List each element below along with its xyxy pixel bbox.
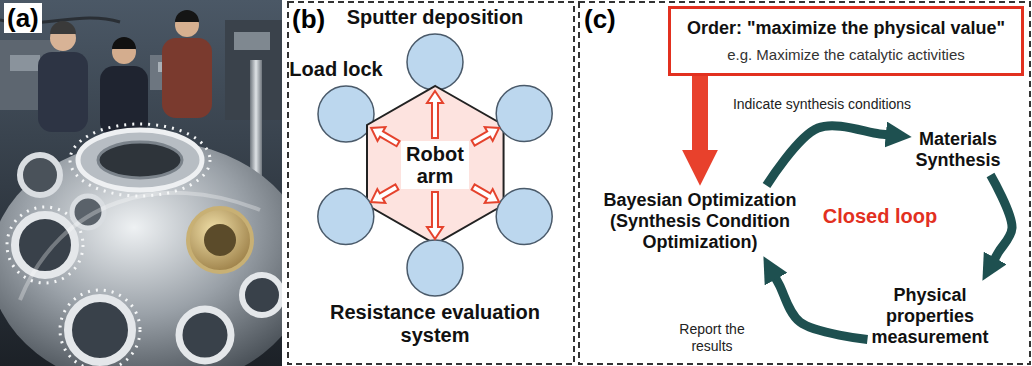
gold-flange bbox=[188, 208, 252, 272]
flow-arrow bbox=[767, 126, 894, 186]
chamber-port: Resistance evaluation system bbox=[406, 239, 464, 297]
hexagon bbox=[367, 86, 504, 244]
label-holder: Closed loop bbox=[823, 204, 937, 228]
top-port bbox=[78, 130, 202, 190]
viewport bbox=[15, 215, 75, 275]
order-text: Order: "maximize the physical value" bbox=[687, 17, 1005, 39]
empty-chambers bbox=[318, 86, 552, 245]
label-holder: Load lock bbox=[289, 58, 382, 81]
panel-frame bbox=[288, 2, 574, 364]
chamber-circle bbox=[407, 34, 463, 90]
circle-outline bbox=[406, 239, 464, 297]
transfer-hub: Robot arm bbox=[366, 85, 505, 245]
process-step: Bayesian Optimization (Synthesis Conditi… bbox=[589, 186, 812, 257]
chamber-photo bbox=[0, 0, 282, 366]
station-label: Sputter deposition bbox=[347, 6, 524, 29]
flow-arrow bbox=[772, 272, 867, 339]
station-label: Load lock bbox=[289, 58, 382, 81]
viewport bbox=[179, 309, 231, 361]
label-holder: (a) bbox=[4, 3, 42, 33]
panel-label: (a) bbox=[4, 3, 42, 33]
edge-label: Indicate synthesis conditions bbox=[731, 96, 913, 113]
panel-frame bbox=[579, 2, 1030, 364]
order-arrow bbox=[692, 76, 708, 161]
step-label: Materials Synthesis bbox=[915, 129, 1000, 171]
flow-arrow bbox=[991, 175, 1013, 265]
station-label: Resistance evaluation system bbox=[310, 301, 560, 347]
chamber-circle bbox=[318, 86, 374, 142]
chamber-port bbox=[496, 189, 552, 245]
flow-arrow bbox=[700, 76, 701, 161]
process-step: Materials Synthesis bbox=[911, 125, 1004, 175]
label-holder: Indicate synthesis conditions bbox=[731, 96, 913, 113]
flange-window bbox=[204, 224, 236, 256]
viewport bbox=[68, 298, 132, 362]
circle-outline bbox=[406, 33, 464, 91]
panel-label: (c) bbox=[584, 4, 616, 34]
process-step: Physical properties measurement bbox=[867, 281, 992, 352]
panel-label: (b) bbox=[292, 4, 325, 34]
loop-label: Closed loop bbox=[823, 204, 937, 228]
port-window bbox=[98, 142, 182, 178]
chamber-circle bbox=[407, 240, 463, 296]
person-body bbox=[162, 38, 212, 118]
label-holder: Sputter deposition bbox=[347, 6, 524, 29]
highlight bbox=[20, 193, 260, 300]
cycle-arrow bbox=[772, 272, 867, 339]
cycle-arrow bbox=[991, 175, 1013, 265]
chamber-port bbox=[496, 86, 552, 142]
label-holder: (c) bbox=[584, 4, 616, 34]
person-hair bbox=[175, 10, 199, 22]
bolt-ring bbox=[60, 290, 140, 366]
step-label: Physical properties measurement bbox=[871, 285, 988, 348]
step-label: Bayesian Optimization (Synthesis Conditi… bbox=[593, 190, 808, 253]
person-hair bbox=[112, 37, 136, 49]
edge-label: Report the results bbox=[672, 321, 752, 355]
chamber-port: Load lock bbox=[317, 85, 375, 143]
chamber-body bbox=[0, 140, 282, 366]
person-hair bbox=[50, 21, 76, 34]
order-text: e.g. Maximize the catalytic activities bbox=[687, 45, 1005, 65]
circle-outline bbox=[317, 85, 375, 143]
cycle-arrow bbox=[767, 126, 894, 186]
label-holder: (b) bbox=[292, 4, 325, 34]
label-holder: Resistance evaluation system bbox=[310, 301, 560, 347]
viewport bbox=[20, 155, 60, 195]
chamber-port bbox=[318, 189, 374, 245]
hub-label: Robot arm bbox=[401, 141, 469, 189]
bolt-ring bbox=[70, 124, 210, 196]
label-holder: Report the results bbox=[672, 321, 752, 355]
chamber-port: Sputter deposition bbox=[406, 33, 464, 91]
gauge bbox=[234, 32, 270, 50]
viewport bbox=[242, 275, 282, 315]
person-body bbox=[38, 52, 88, 132]
order-box: Order: "maximize the physical value" e.g.… bbox=[668, 6, 1024, 76]
gauge bbox=[10, 55, 40, 71]
